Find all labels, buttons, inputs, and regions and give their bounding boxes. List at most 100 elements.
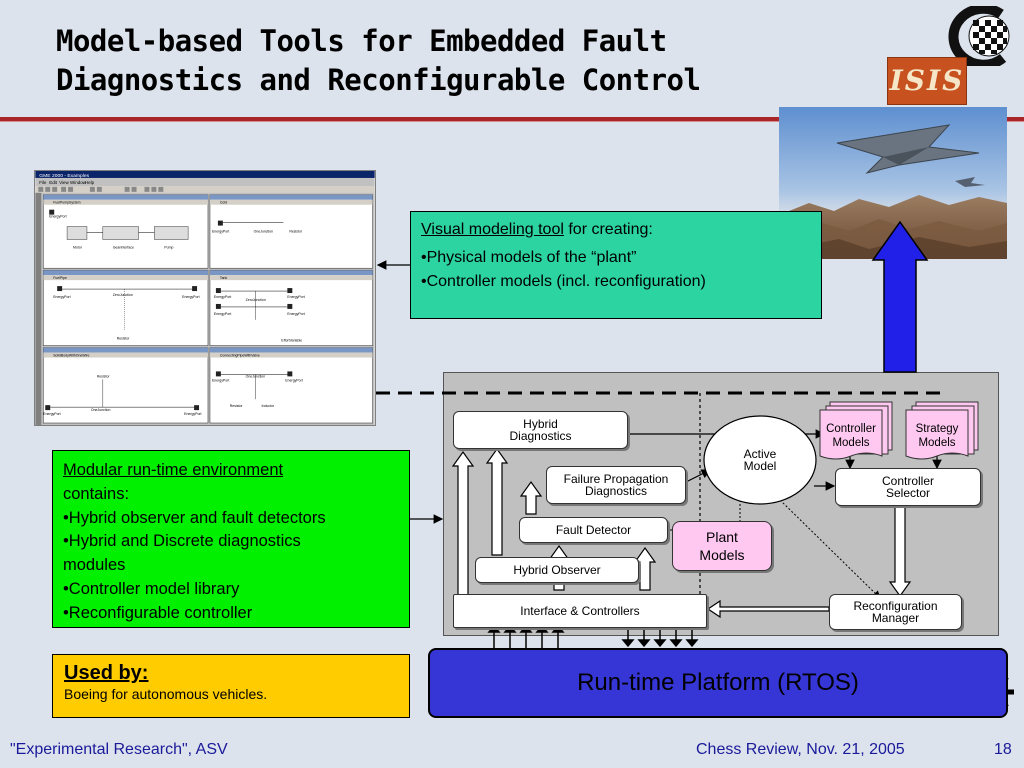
gme-label: OneJunction xyxy=(254,230,274,234)
gme-label: Resistor xyxy=(289,230,303,234)
gme-label: Resistor xyxy=(97,374,111,378)
interface-controllers-label: Interface & Controllers xyxy=(520,604,640,618)
gme-title: GME 2000 - Examples xyxy=(39,173,89,179)
used-by-title: Used by: xyxy=(64,662,149,684)
gme-label: EnergyPort xyxy=(49,215,66,219)
visual-modeling-bullet-1: •Physical models of the “plant” xyxy=(421,249,637,266)
gme-label: OneJunction xyxy=(246,374,266,378)
controller-selector-label-1: Controller xyxy=(881,474,935,488)
title-divider-shadow xyxy=(0,121,1024,122)
fault-detector-label: Fault Detector xyxy=(555,523,632,537)
gme-label: EnergyPort xyxy=(53,295,70,299)
gme-menu-window[interactable]: Window xyxy=(70,180,87,185)
gme-pane-3[interactable]: FuelPipe EnergyPort ZeroJunction EnergyP… xyxy=(42,269,209,346)
hybrid-observer-node[interactable]: Hybrid Observer xyxy=(475,557,639,583)
title-line-1: Model-based Tools for Embedded Fault xyxy=(56,24,667,58)
runtime-bullet-3: •Controller model library xyxy=(63,579,240,598)
rtos-platform[interactable]: Run-time Platform (RTOS) xyxy=(428,648,1008,718)
isis-logo: ISIS xyxy=(887,57,967,105)
plant-models-label-2: Models xyxy=(699,547,745,563)
gme-menu-view[interactable]: View xyxy=(59,180,69,185)
controller-models-label-1: Controller xyxy=(826,423,876,435)
gme-pane-5-name: SolidBodyWithOneWire xyxy=(53,354,89,358)
active-model-label-1: Active xyxy=(743,447,777,461)
gme-label: Resistor xyxy=(230,404,244,408)
gme-pane-4[interactable]: Tank EnergyPort EnergyPort ZeroJunction … xyxy=(209,269,373,346)
gme-pane-2-name: Cold xyxy=(220,201,227,205)
visual-modeling-callout: Visual modeling tool for creating: •Phys… xyxy=(410,211,822,319)
title-divider xyxy=(0,117,1024,121)
strategy-models-label-1: Strategy xyxy=(915,423,959,435)
title-line-2: Diagnostics and Reconfigurable Control xyxy=(56,63,701,97)
gme-label: EffortVariable xyxy=(281,339,302,343)
gme-label: Resistor xyxy=(117,337,131,341)
used-by-callout: Used by: Boeing for autonomous vehicles. xyxy=(52,654,410,718)
gme-label: ZeroJunction xyxy=(113,293,133,297)
gme-label: OneJunction xyxy=(91,408,111,412)
gme-label: Inductor xyxy=(262,404,275,408)
hybrid-observer-label: Hybrid Observer xyxy=(513,563,601,577)
gme-tool-screenshot: GME 2000 - Examples File Edit View Windo… xyxy=(34,170,376,426)
gme-pane-4-name: Tank xyxy=(220,276,228,280)
runtime-bullet-2-cont: modules xyxy=(63,556,126,575)
gme-label: EnergyPort xyxy=(287,312,304,316)
gme-label: EnergyPort xyxy=(214,312,231,316)
runtime-heading-line2: contains: xyxy=(63,484,130,503)
interface-controllers-node[interactable]: Interface & Controllers xyxy=(453,594,707,628)
runtime-heading: Modular run-time environment xyxy=(63,461,284,479)
gme-pane-2[interactable]: Cold EnergyPort OneJunction Resistor xyxy=(209,194,373,269)
slide-title: Model-based Tools for Embedded Fault Dia… xyxy=(56,22,776,100)
hybrid-diagnostics-label-1: Hybrid xyxy=(523,417,558,431)
gme-pane-1-name: FuelPumpSystem xyxy=(53,201,80,205)
controller-models-label-2: Models xyxy=(832,437,870,449)
gme-label: Motor xyxy=(73,245,83,249)
gme-menu-file[interactable]: File xyxy=(39,180,47,185)
gme-menu-help[interactable]: Help xyxy=(85,180,95,185)
active-model-label-2: Model xyxy=(743,459,777,473)
active-model-label: Active Model xyxy=(712,448,808,472)
failure-propagation-label-2: Diagnostics xyxy=(584,484,647,498)
strategy-models-label-2: Models xyxy=(918,437,956,449)
isis-logo-text: ISIS xyxy=(889,64,965,97)
chess-logo xyxy=(948,6,1010,66)
runtime-bullet-1: •Hybrid observer and fault detectors xyxy=(63,508,326,527)
gme-label: EnergyPort xyxy=(212,230,229,234)
footer-left: "Experimental Research", ASV xyxy=(10,741,228,758)
used-by-text: Boeing for autonomous vehicles. xyxy=(64,686,268,702)
gme-pane-3-name: FuelPipe xyxy=(53,276,67,280)
gme-titlebar xyxy=(35,171,375,178)
gme-label: EnergyPort xyxy=(285,378,302,382)
gme-pane-1[interactable]: FuelPumpSystem EnergyPort Motor GearInte… xyxy=(42,194,209,269)
gme-label: EnergyPort xyxy=(214,295,231,299)
footer-right: Chess Review, Nov. 21, 2005 xyxy=(696,741,905,758)
gme-pane-6-name: ConnectingPipeWithValve xyxy=(220,354,260,358)
gme-pane-5[interactable]: SolidBodyWithOneWire Resistor EnergyPort… xyxy=(42,347,209,424)
controller-selector-label-2: Selector xyxy=(885,486,931,500)
runtime-bullet-4: •Reconfigurable controller xyxy=(63,603,253,622)
gme-label: ZeroJunction xyxy=(246,298,266,302)
gme-menu-edit[interactable]: Edit xyxy=(49,180,57,185)
hybrid-diagnostics-label-2: Diagnostics xyxy=(509,429,572,443)
gme-label: EnergyPort xyxy=(184,412,201,416)
visual-modeling-heading: Visual modeling tool xyxy=(421,221,564,238)
controller-models-node[interactable]: Controller Models xyxy=(820,422,882,450)
visual-modeling-bullet-2: •Controller models (incl. reconfiguratio… xyxy=(421,273,706,290)
gme-label: EnergyPort xyxy=(43,412,60,416)
reconfiguration-manager-label-2: Manager xyxy=(871,611,920,625)
runtime-bullet-2: •Hybrid and Discrete diagnostics xyxy=(63,532,301,551)
failure-propagation-label-1: Failure Propagation xyxy=(563,472,669,486)
strategy-models-node[interactable]: Strategy Models xyxy=(906,422,968,450)
visual-modeling-heading-rest: for creating: xyxy=(563,221,653,238)
gme-label: GearInterface xyxy=(113,245,134,249)
page-number: 18 xyxy=(994,741,1012,758)
gme-label: EnergyPort xyxy=(182,295,199,299)
rtos-label: Run-time Platform (RTOS) xyxy=(577,669,859,696)
gme-pane-6[interactable]: ConnectingPipeWithValve EnergyPort OneJu… xyxy=(209,347,373,424)
reconfiguration-manager-label-1: Reconfiguration xyxy=(853,599,938,613)
fault-detector-node[interactable]: Fault Detector xyxy=(519,517,668,543)
